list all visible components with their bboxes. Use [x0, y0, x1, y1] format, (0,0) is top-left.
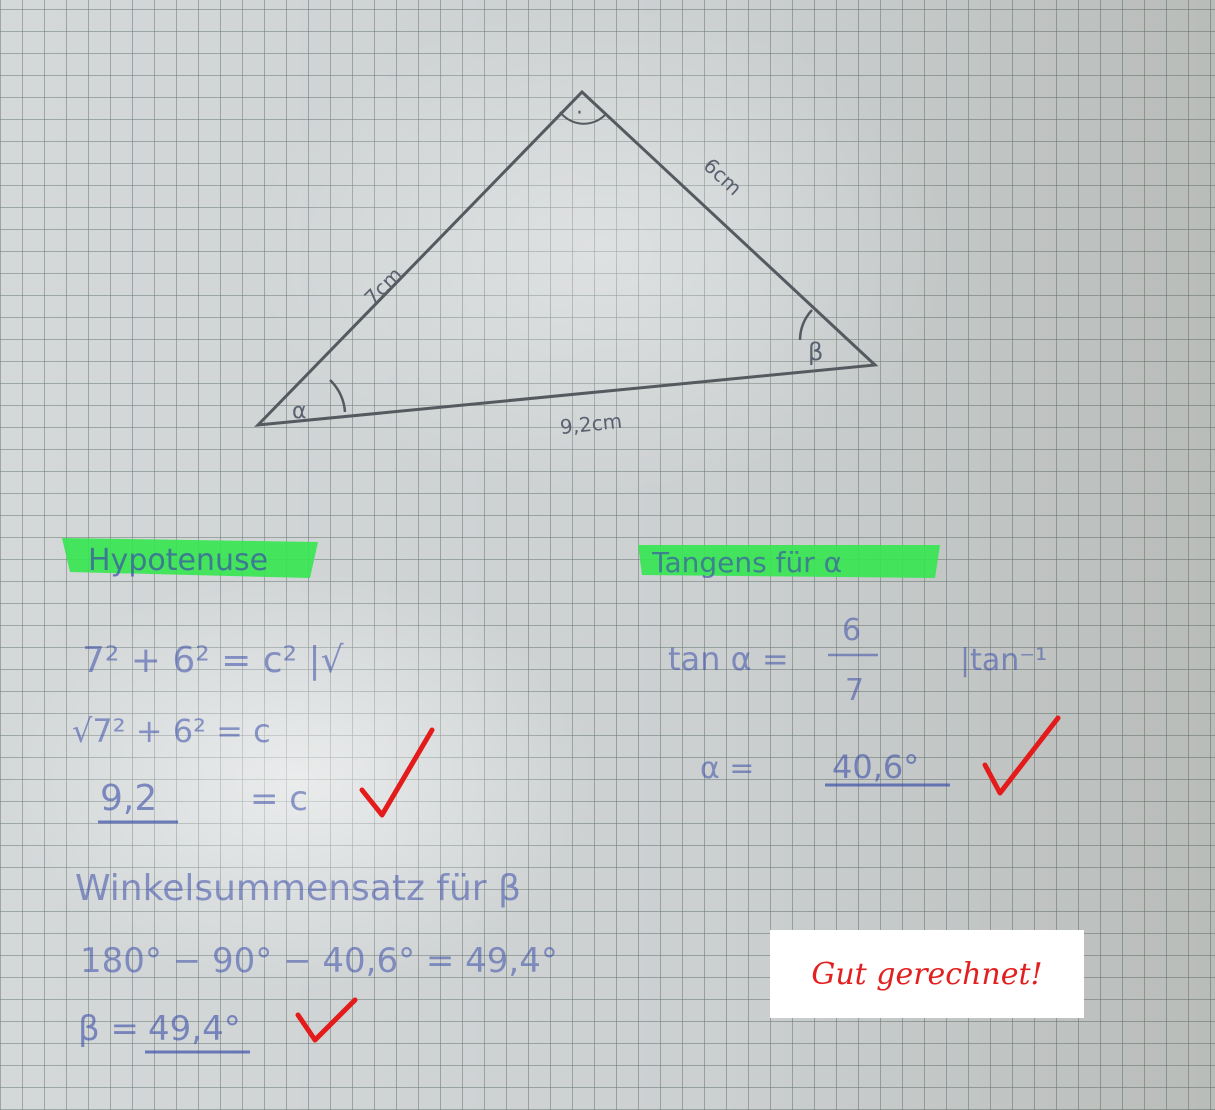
- alpha-label: α: [292, 399, 307, 424]
- winkelsumme-result-value: 49,4°: [148, 1009, 241, 1049]
- hypotenuse-line2: √7² + 6² = c: [72, 712, 271, 750]
- checkmark-icon: [982, 715, 1061, 796]
- winkelsumme-line2-lhs: β =: [78, 1009, 139, 1049]
- hypotenuse-result-value: 9,2: [100, 778, 157, 819]
- teacher-feedback-note: Gut gerechnet!: [770, 930, 1084, 1018]
- checkmark-icon: [359, 727, 435, 818]
- right-angle-arc: [559, 111, 606, 125]
- tangens-line2-lhs: α =: [700, 751, 754, 786]
- alpha-arc: [329, 379, 347, 413]
- winkelsumme-line1: 180° − 90° − 40,6° = 49,4°: [80, 941, 558, 981]
- hypotenuse-highlight: [62, 538, 318, 578]
- tangens-highlight: [638, 545, 940, 578]
- tangens-result-value: 40,6°: [832, 748, 919, 786]
- tangens-line1-rhs: |tan⁻¹: [960, 643, 1047, 678]
- right-angle-dot: ·: [576, 101, 583, 126]
- side-left-label: 7cm: [359, 262, 407, 310]
- hypotenuse-heading: Hypotenuse: [88, 543, 268, 578]
- tangens-line1-lhs: tan α =: [668, 640, 789, 678]
- tangens-numerator: 6: [842, 613, 861, 648]
- winkelsumme-section: Winkelsummensatz für β 180° − 90° − 40,6…: [75, 868, 558, 1054]
- tangens-section: Tangens für α tan α = 6 7 |tan⁻¹ α = 40,…: [638, 545, 1061, 796]
- tangens-heading: Tangens für α: [651, 546, 842, 579]
- beta-arc: [798, 309, 813, 341]
- triangle-outline: [254, 89, 879, 427]
- winkelsumme-heading: Winkelsummensatz für β: [75, 868, 521, 909]
- checkmark-icon: [295, 997, 358, 1043]
- feedback-text: Gut gerechnet!: [811, 956, 1043, 992]
- side-right-label: 6cm: [699, 153, 747, 200]
- hypotenuse-line1: 7² + 6² = c² |√: [82, 640, 344, 681]
- hypotenuse-section: Hypotenuse 7² + 6² = c² |√ √7² + 6² = c …: [62, 538, 435, 824]
- triangle-sketch: · α β 7cm 6cm 9,2cm: [254, 89, 879, 439]
- side-bottom-label: 9,2cm: [559, 409, 623, 439]
- hypotenuse-result-rest: = c: [250, 779, 308, 819]
- tangens-denominator: 7: [845, 673, 864, 708]
- beta-label: β: [808, 338, 823, 366]
